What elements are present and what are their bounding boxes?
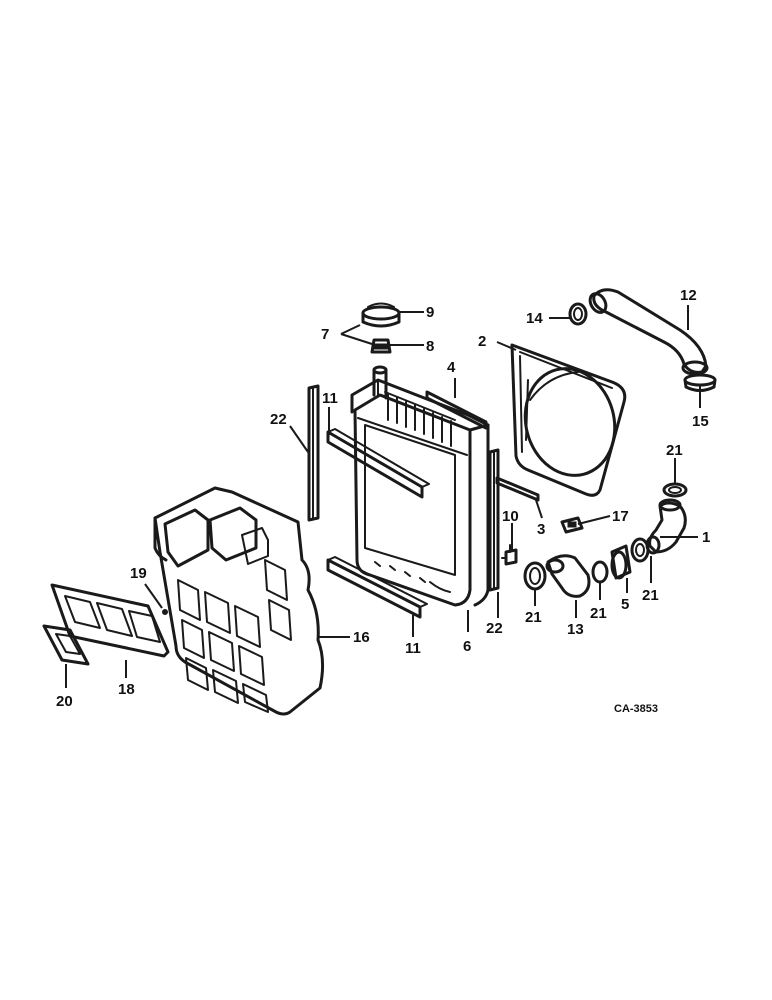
drain-valve [501,544,518,566]
hose-connector [610,544,632,580]
callout-14: 14 [526,310,543,327]
callout-20: 20 [56,693,73,710]
vertical-seal-strip-left [307,384,320,522]
callout-21-left: 21 [525,609,542,626]
seal-strip-upper [326,428,430,499]
grille-insert [50,583,170,658]
hose-clamp-21-left [523,561,547,591]
callout-1: 1 [702,529,710,546]
callout-4: 4 [447,359,456,376]
callout-19: 19 [130,565,147,582]
elbow-hose-13 [545,554,591,598]
callout-22-left: 22 [270,411,287,428]
callout-13: 13 [567,621,584,638]
seal-strip-lower [326,556,428,619]
hose-clamp-21-right [630,537,650,563]
callout-9: 9 [426,304,434,321]
callout-labels: 1 2 3 4 5 6 7 8 9 10 11 11 12 13 14 15 1… [56,287,710,710]
callout-21-mid: 21 [590,605,607,622]
callout-6: 6 [463,638,471,655]
callout-3: 3 [537,521,545,538]
hose-clamp-upper [568,302,588,326]
filler-neck-adapter [370,338,392,354]
callout-15: 15 [692,413,709,430]
vertical-seal-strip-right [488,448,500,592]
callout-7: 7 [321,326,329,343]
grille-housing [153,486,325,716]
lower-hose-elbow [645,498,687,555]
callout-21-right: 21 [642,587,659,604]
figure-reference: CA-3853 [614,703,658,715]
upper-seal-strip [425,390,488,430]
callout-22-right: 22 [486,620,503,637]
bracket-17 [560,516,584,534]
callout-16: 16 [353,629,370,646]
callout-21-top: 21 [666,442,683,459]
screw-19 [162,609,168,615]
callout-18: 18 [118,681,135,698]
callout-5: 5 [621,596,629,613]
emblem [42,624,90,666]
radiator-core [350,365,490,607]
callout-8: 8 [426,338,434,355]
callout-17: 17 [612,508,629,525]
callout-10: 10 [502,508,519,525]
callout-11-bottom: 11 [405,640,421,657]
hose-clamp-21-mid [591,560,609,584]
callout-11-top: 11 [322,390,338,407]
callout-12: 12 [680,287,697,304]
leader-lines [65,305,701,688]
side-seal-strip [495,476,540,502]
fan-shroud [510,343,627,497]
callout-2: 2 [478,333,486,350]
hose-clamp-21-top [662,482,688,498]
radiator-cap [361,302,401,328]
